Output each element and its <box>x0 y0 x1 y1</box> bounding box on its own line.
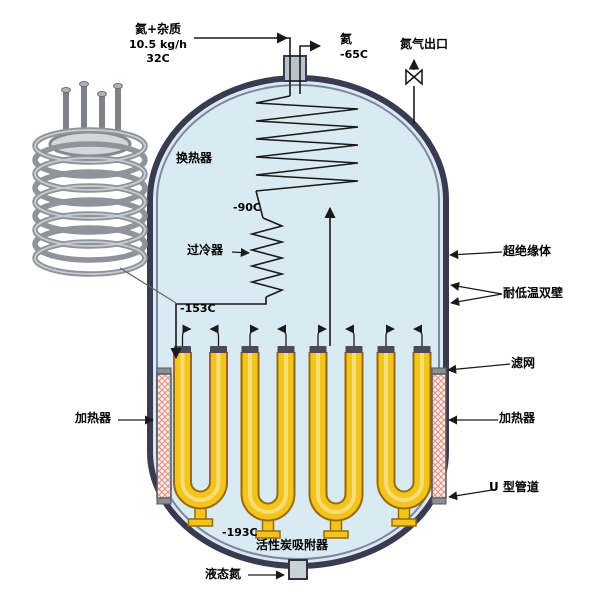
inlet-pipe <box>194 37 291 96</box>
liquid-n2-label: 液态氮 <box>205 567 242 581</box>
inlet-stream-text: 氦+杂质 <box>134 22 182 36</box>
valve-icon <box>405 68 416 86</box>
leader-u-pipe <box>448 489 493 501</box>
insulation-label: 超绝缘体 <box>503 244 552 258</box>
leader-insulation <box>449 249 503 260</box>
u-tube-2 <box>240 352 296 522</box>
double-wall-label: 耐低温双壁 <box>503 286 564 300</box>
outlet-temp-text: -65C <box>340 47 368 61</box>
heat-exchanger-label: 换热器 <box>176 151 213 165</box>
leader-filter <box>447 363 511 374</box>
u-tube-3 <box>308 352 364 522</box>
hx-temp-label: -90C <box>233 201 261 214</box>
tube-vent-pipes <box>181 324 423 346</box>
coil-leader-line <box>119 267 177 304</box>
valve-icon <box>412 68 423 86</box>
inlet-temp-text: 32C <box>146 51 170 65</box>
vessel-neck-port <box>283 55 307 82</box>
adsorber-temp-label: -193C <box>222 526 258 539</box>
heater-right <box>431 367 447 505</box>
leader-double-wall-b <box>450 293 503 307</box>
u-pipe-label: U 型管道 <box>489 480 539 494</box>
subcooler-coil <box>248 217 286 298</box>
subcooler-feed-line <box>255 190 264 219</box>
inlet-label: 氦+杂质 10.5 kg/h 32C <box>118 22 198 66</box>
outlet-label: 氦 -65C <box>340 32 368 62</box>
tube-caps <box>174 346 431 353</box>
heater-left-label: 加热器 <box>75 411 112 425</box>
vessel-bottom-port <box>288 559 308 580</box>
tube-feet <box>187 502 417 539</box>
coil-inset <box>32 81 148 277</box>
leader-double-wall-a <box>450 281 503 295</box>
filter-label: 滤网 <box>511 356 536 370</box>
coil-pipe-caps <box>61 81 123 97</box>
subcooler-label: 过冷器 <box>187 243 224 257</box>
outlet-pipe <box>299 40 322 94</box>
n2-vent-valve <box>405 58 423 124</box>
heater-right-label: 加热器 <box>499 411 536 425</box>
inlet-flow-text: 10.5 kg/h <box>128 37 187 51</box>
heater-left <box>156 367 172 505</box>
u-tube-1 <box>173 352 228 510</box>
process-piping <box>170 32 359 360</box>
cold-feed-line <box>170 297 267 360</box>
n2-outlet-label: 氮气出口 <box>400 37 449 51</box>
coil-turn-highlights <box>34 129 146 275</box>
u-tube-array <box>173 324 432 539</box>
callout-leaders <box>118 247 511 580</box>
u-tube-4 <box>376 352 432 510</box>
leader-subcooler <box>231 247 250 258</box>
heat-exchanger-coil <box>255 95 359 192</box>
adsorber-label: 活性炭吸附器 <box>256 538 329 552</box>
subcooler-temp-label: -153C <box>180 302 216 315</box>
outlet-stream-text: 氦 <box>340 32 353 46</box>
